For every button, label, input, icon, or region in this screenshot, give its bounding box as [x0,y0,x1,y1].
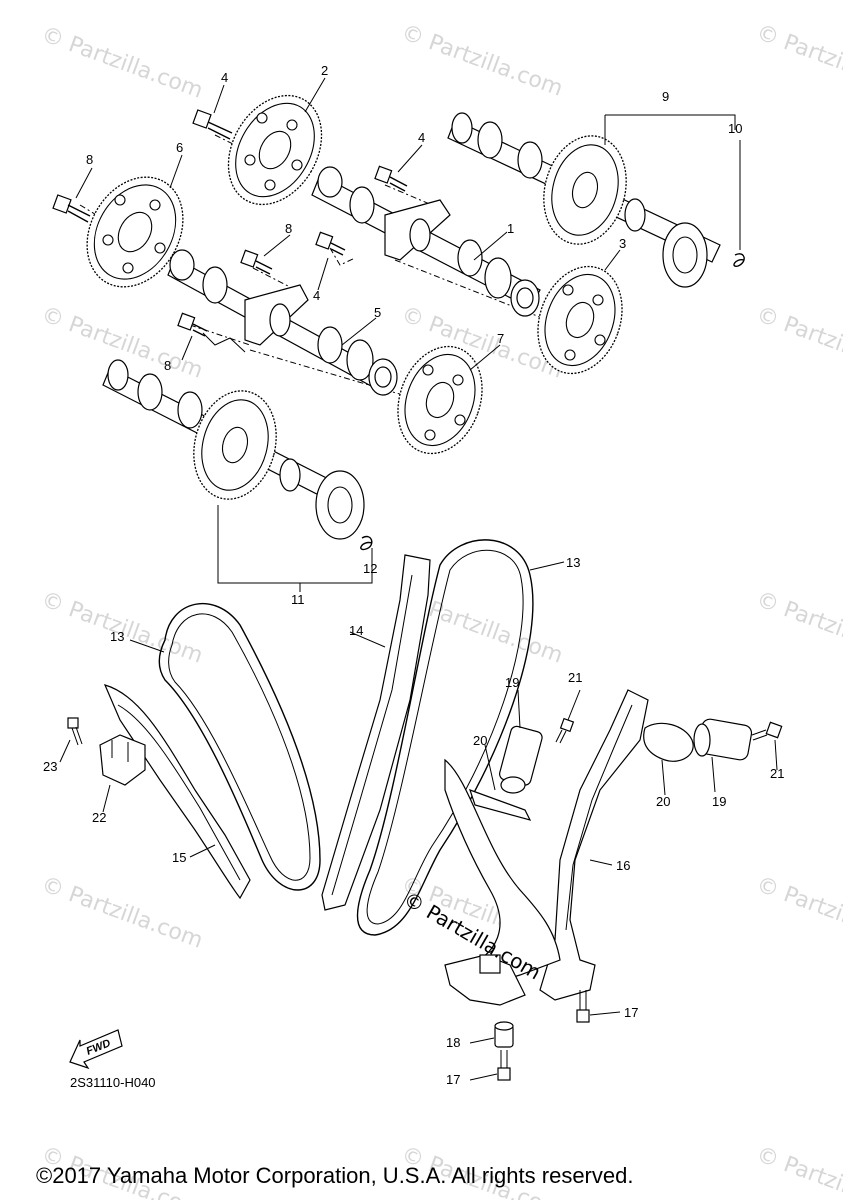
callout-11: 11 [291,592,305,607]
leader-lines [59,77,778,1081]
bolt-23 [67,717,83,746]
tensioner-19-right [693,718,753,761]
bolt-4-lower [315,231,346,256]
collar-18 [494,1021,514,1048]
watermark: © Partzilla.com [753,20,843,102]
callout-4: 4 [418,130,425,145]
cam-sprocket-3 [537,265,623,375]
callout-13: 13 [566,555,580,570]
watermark: © Partzilla.com [38,872,206,954]
camshaft-assembly-9 [447,112,745,288]
callout-8: 8 [285,221,292,236]
bolt-8-left [52,194,91,223]
callout-9: 9 [662,89,669,104]
tensioner-19-left [499,725,543,794]
watermark: © Partzilla.com [753,587,843,669]
watermark: © Partzilla.com [753,872,843,954]
copyright-notice: ©2017 Yamaha Motor Corporation, U.S.A. A… [36,1163,633,1188]
timing-chain-13-right [356,539,534,936]
watermark: © Partzilla.com [38,22,206,104]
callout-10: 10 [728,121,742,136]
chain-guide-15 [103,684,251,900]
callout-7: 7 [497,331,504,346]
gasket-20-left [469,789,532,821]
tensioner-guide-16 [539,689,649,1001]
bolt-4-mid [374,165,408,192]
cam-sprocket-6 [86,176,184,288]
bolt-8-lower [177,312,208,337]
callout-1: 1 [507,221,514,236]
chain-guide-lower [444,758,561,1006]
callout-21: 21 [770,766,784,781]
fwd-arrow-icon: FWD [69,1029,123,1070]
callout-8: 8 [164,358,171,373]
callout-17: 17 [446,1072,460,1087]
watermark: © Partzilla.com [753,1142,843,1200]
bolt-21-right [751,721,783,741]
camshaft-1 [311,166,541,317]
bolt-4-top [192,109,233,140]
callout-8: 8 [86,152,93,167]
gasket-20-right [643,722,694,762]
callout-6: 6 [176,140,183,155]
chain-guide-14 [321,554,431,911]
callout-14: 14 [349,623,363,638]
callout-4: 4 [313,288,320,303]
callout-4: 4 [221,70,228,85]
timing-chain-13-left [158,602,321,891]
bolt-17-lower [497,1050,511,1081]
cam-sprocket-7 [397,345,483,455]
callout-18: 18 [446,1035,460,1050]
bolt-8-mid [240,249,273,275]
callout-22: 22 [92,810,106,825]
watermark: © Partzilla.com [753,302,843,384]
callout-16: 16 [616,858,630,873]
bracket-22 [99,734,146,786]
callout-20: 20 [473,733,487,748]
callout-19: 19 [505,675,519,690]
callout-13: 13 [110,629,124,644]
diagram-code: 2S31110-H040 [70,1075,156,1090]
callout-12: 12 [363,561,377,576]
cam-sprocket-2 [227,94,323,206]
watermark: © Partzilla.com [398,20,566,102]
callout-23: 23 [43,759,57,774]
callout-2: 2 [321,63,328,78]
callout-5: 5 [374,305,381,320]
callout-15: 15 [172,850,186,865]
bolt-17-right [576,990,590,1023]
callout-19: 19 [712,794,726,809]
camshaft-5 [167,249,398,396]
callout-3: 3 [619,236,626,251]
bolt-21-upper [555,717,575,744]
callout-21: 21 [568,670,582,685]
callout-17: 17 [624,1005,638,1020]
callout-labels: 4 2 8 6 4 8 1 3 4 5 8 7 9 10 12 11 13 13… [43,63,784,1087]
callout-20: 20 [656,794,670,809]
watermark: © Partzilla.com [38,587,206,669]
camshaft-assembly-11 [102,359,373,551]
